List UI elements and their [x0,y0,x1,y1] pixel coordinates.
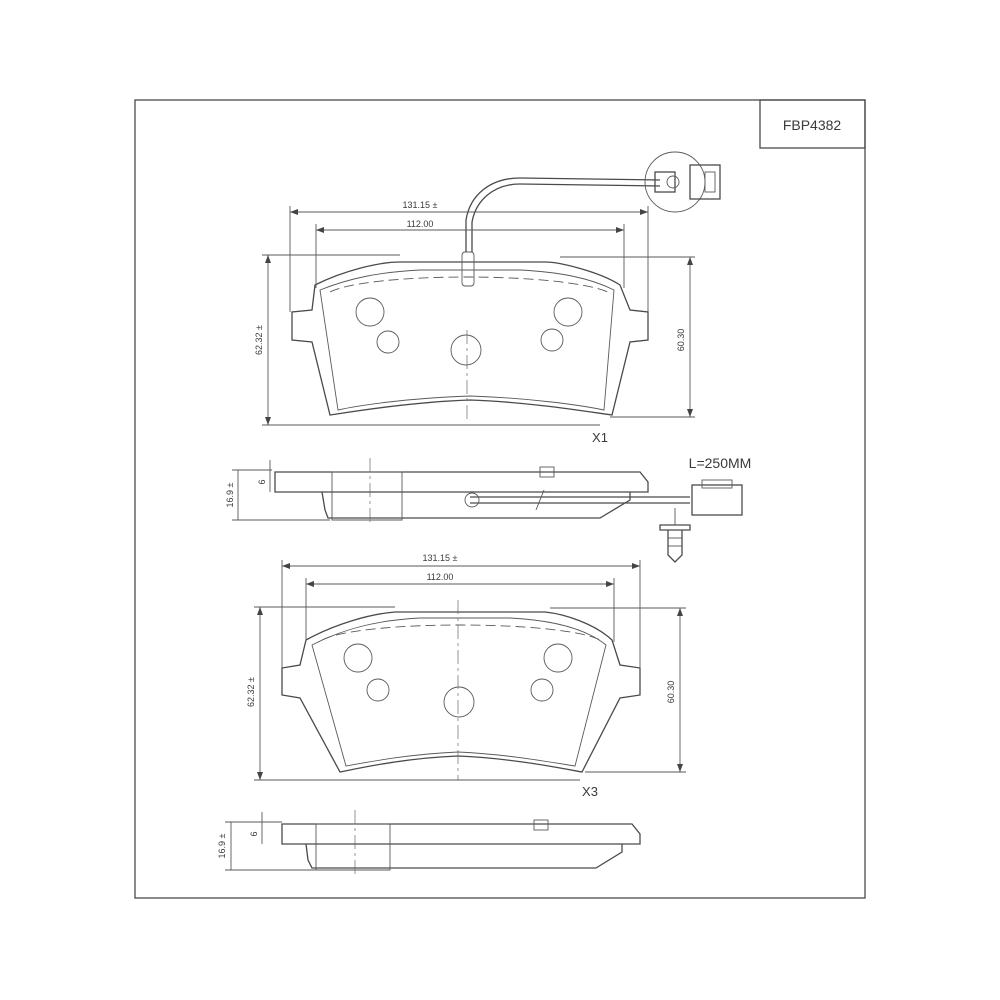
top-side-hatch-section [331,471,403,521]
dim-total-thickness-bottom: 16.9 ± [217,833,227,858]
quantity-label-top: X1 [592,430,608,445]
top-pad-hole [540,328,564,352]
part-number: FBP4382 [783,117,842,133]
dim-total-thickness-top: 16.9 ± [225,482,235,507]
dim-backplate-top: 6 [257,479,267,484]
top-side-wire [470,496,690,504]
bottom-side-hatch-section [315,823,391,871]
wear-sensor-wire-edge [471,183,661,252]
bottom-side-backing-plate [281,823,641,845]
bottom-pad-hole [530,678,554,702]
title-block [759,99,866,149]
top-side-connector [691,484,743,516]
wear-sensor-wire [465,177,661,252]
connector-pin [666,175,680,189]
dim-right-height-bottom: 60.30 [666,681,676,704]
dim-left-height-bottom: 62.32 ± [246,677,256,707]
bottom-friction-material [311,617,607,767]
dim-overall-width: 131.15 ± [403,200,438,210]
bottom-side-tab [533,819,549,831]
connector-latch [704,171,716,193]
top-side-view: L=250MM 16.9 ± 6 [225,455,752,563]
top-side-friction-block [321,491,631,519]
bottom-pad-hole [343,643,373,673]
dim-backplate-bottom: 6 [249,831,259,836]
dim-overall-width-bottom: 131.15 ± [423,553,458,563]
push-mount-clip [659,524,691,563]
bottom-backing-plate [281,611,641,773]
top-friction-material [319,269,615,411]
top-pad-hole [450,334,482,366]
bottom-side-friction-block [305,843,623,869]
connector-plug [689,164,721,200]
bottom-side-view: 16.9 ± 6 [217,810,641,876]
top-backing-plate [291,261,649,416]
drawing-frame [134,99,866,899]
bottom-pad-hole [366,678,390,702]
top-side-backing-plate [274,471,649,493]
dim-left-height: 62.32 ± [254,325,264,355]
connector-body [654,171,676,193]
top-pad-hole [355,297,385,327]
dim-right-height: 60.30 [676,329,686,352]
top-sensor-clip [461,251,475,287]
quantity-label-bottom: X3 [582,784,598,799]
top-side-tab [539,466,555,478]
wire-length: L=250MM [689,455,752,471]
dim-inner-width-bottom: 112.00 [427,572,454,582]
bottom-pad-hole [543,643,573,673]
top-wear-edge-dashed [329,276,609,293]
bottom-pad-hole [443,686,475,718]
bottom-brake-pad-view: 131.15 ± 112.00 62.32 ± 60.30 X3 [246,553,686,799]
top-side-clip [464,492,480,508]
top-pad-hole [376,330,400,354]
top-pad-hole [553,297,583,327]
top-brake-pad-view: 131.15 ± 112.00 62.32 ± 60.30 X1 [254,151,721,445]
dim-inner-width: 112.00 [407,219,434,229]
bottom-wear-edge-dashed [321,624,601,641]
